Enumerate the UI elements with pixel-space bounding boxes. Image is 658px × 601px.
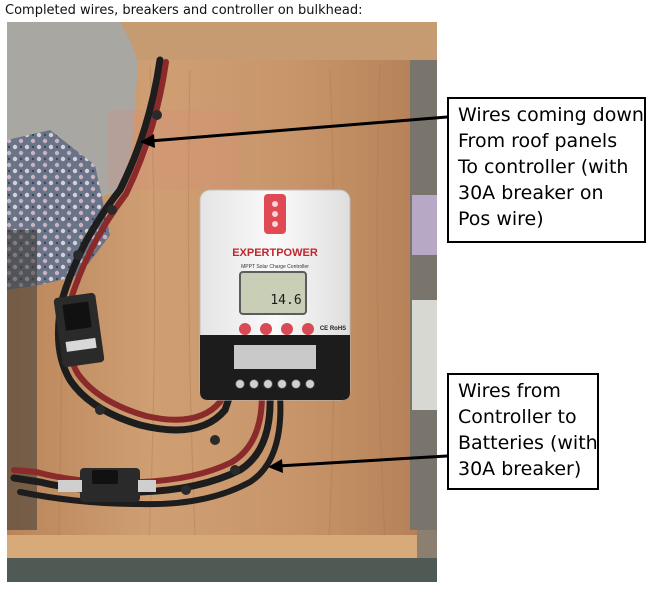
controller-display-reading: 14.6 xyxy=(270,293,301,308)
arrow-battery-wires xyxy=(268,454,448,473)
controller-brand-logo: EXPERTPOWER xyxy=(232,247,318,259)
charge-controller xyxy=(199,189,351,401)
cable-clips xyxy=(73,110,240,495)
controller-cert-marks: CE RoHS xyxy=(320,326,346,332)
callout-roof-line: To controller (with xyxy=(458,156,629,178)
callout-roof-line: Pos wire) xyxy=(458,208,544,230)
callout-roof-line: 30A breaker on xyxy=(458,182,604,204)
callout-roof-line: Wires coming down xyxy=(458,104,644,126)
controller-model-line: MPPT Solar Charge Controller xyxy=(241,264,309,270)
callout-battery-line: 30A breaker) xyxy=(458,458,582,480)
arrow-roof-wires xyxy=(140,115,448,148)
callout-battery-wires: Wires from Controller to Batteries (with… xyxy=(447,373,599,490)
callout-battery-line: Batteries (with xyxy=(458,432,598,454)
image-caption: Completed wires, breakers and controller… xyxy=(5,3,363,18)
callout-battery-line: Controller to xyxy=(458,406,577,428)
callout-battery-line: Wires from xyxy=(458,380,561,402)
callout-roof-wires: Wires coming down From roof panels To co… xyxy=(447,97,646,243)
callout-roof-line: From roof panels xyxy=(458,130,618,152)
breaker-battery-line xyxy=(58,468,156,502)
breaker-roof-line xyxy=(53,292,105,368)
